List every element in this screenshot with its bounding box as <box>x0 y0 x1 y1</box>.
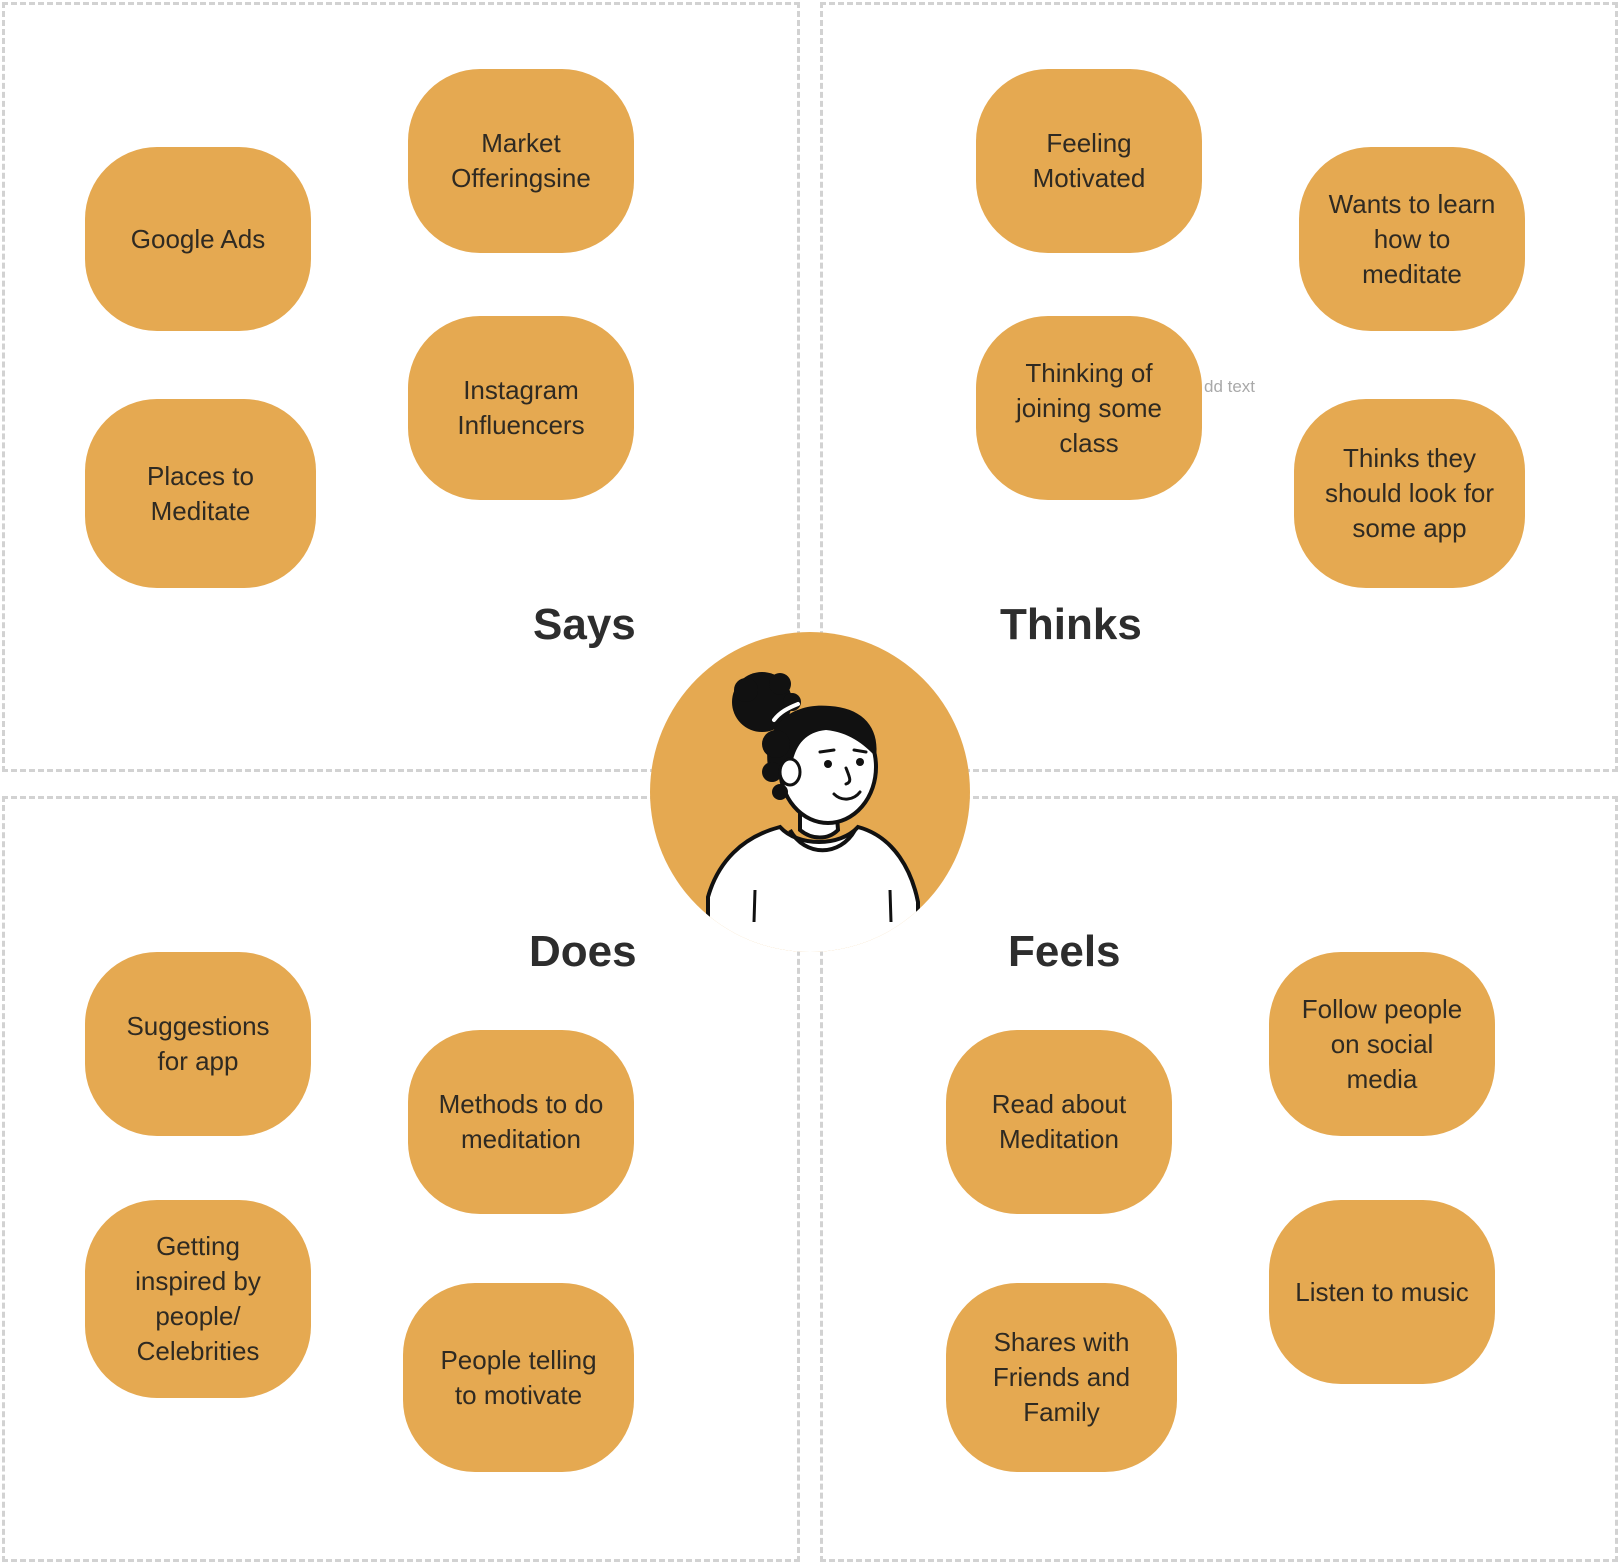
sticky-note[interactable]: Read about Meditation <box>946 1030 1172 1214</box>
says-label: Says <box>533 600 636 649</box>
says-quadrant <box>2 2 800 772</box>
thinks-label: Thinks <box>1000 600 1142 649</box>
feels-quadrant <box>820 796 1618 1562</box>
does-quadrant <box>2 796 800 1562</box>
sticky-note[interactable]: People telling to motivate <box>403 1283 634 1472</box>
sticky-note[interactable]: Instagram Influencers <box>408 316 634 500</box>
sticky-note[interactable]: Follow people on social media <box>1269 952 1495 1136</box>
sticky-note[interactable]: Listen to music <box>1269 1200 1495 1384</box>
sticky-note[interactable]: Wants to learn how to meditate <box>1299 147 1525 331</box>
sticky-note[interactable]: Thinking of joining some class <box>976 316 1202 500</box>
placeholder-text: dd text <box>1204 377 1256 396</box>
woman-avatar-icon <box>706 672 920 952</box>
sticky-note[interactable]: Thinks they should look for some app <box>1294 399 1525 588</box>
sticky-note[interactable]: Feeling Motivated <box>976 69 1202 253</box>
sticky-note[interactable]: Market Offeringsine <box>408 69 634 253</box>
persona-avatar[interactable] <box>650 632 970 952</box>
sticky-note[interactable]: Places to Meditate <box>85 399 316 588</box>
sticky-note[interactable]: Methods to do meditation <box>408 1030 634 1214</box>
feels-label: Feels <box>1008 927 1121 976</box>
thinks-quadrant <box>820 2 1618 772</box>
sticky-note[interactable]: Shares with Friends and Family <box>946 1283 1177 1472</box>
sticky-note[interactable]: Google Ads <box>85 147 311 331</box>
sticky-note[interactable]: Suggestions for app <box>85 952 311 1136</box>
sticky-note[interactable]: Getting inspired by people/ Celebrities <box>85 1200 311 1398</box>
does-label: Does <box>529 927 637 976</box>
